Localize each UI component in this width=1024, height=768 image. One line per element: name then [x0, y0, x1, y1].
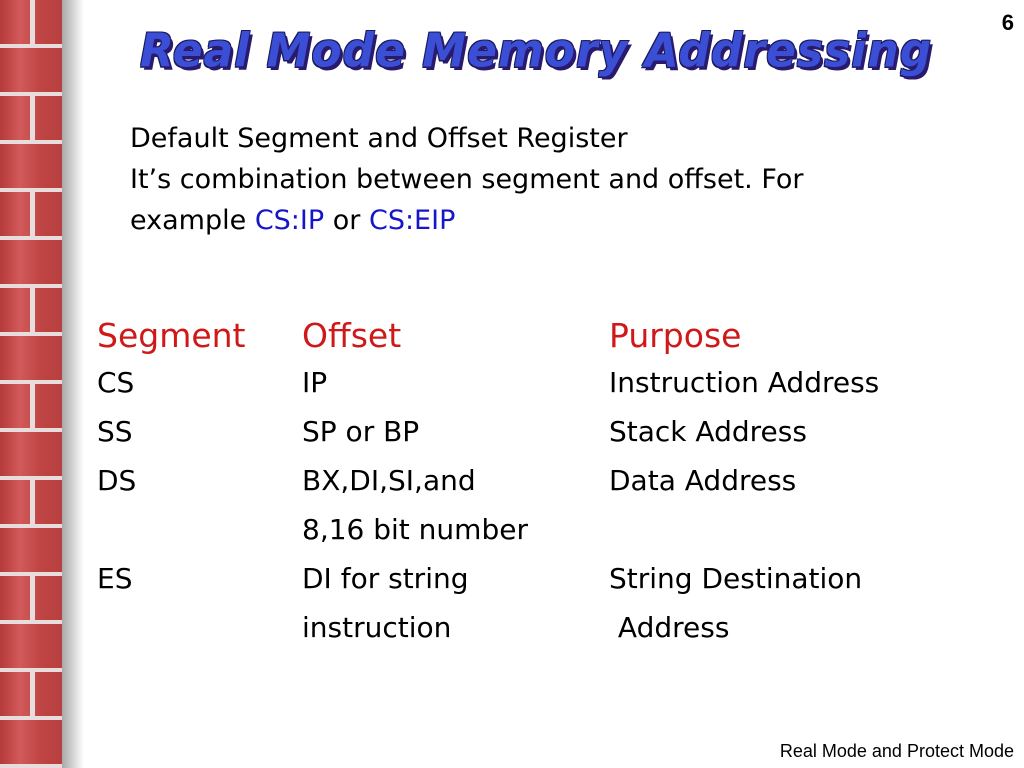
cell-offset: instruction	[302, 611, 452, 644]
intro-line-3-prefix: example	[130, 205, 247, 236]
cell-offset: 8,16 bit number	[302, 513, 528, 546]
code-cs-eip: CS:EIP	[368, 205, 456, 236]
slide-title: Real Mode Memory Addressing	[140, 24, 933, 79]
slide-number: 6	[1001, 10, 1014, 35]
cell-offset: DI for string	[302, 562, 469, 595]
code-cs-ip: CS:IP	[254, 205, 325, 236]
sidebar-shadow	[62, 0, 84, 768]
cell-segment: CS	[97, 366, 135, 399]
slide-footer: Real Mode and Protect Mode	[779, 741, 1014, 761]
cell-purpose: Address	[609, 611, 730, 644]
cell-offset: IP	[302, 366, 328, 399]
intro-line-3-mid: or	[332, 205, 361, 236]
cell-purpose: String Destination	[609, 562, 863, 595]
header-purpose: Purpose	[609, 316, 742, 355]
header-segment: Segment	[97, 316, 246, 355]
cell-purpose: Instruction Address	[609, 366, 880, 399]
cell-offset: BX,DI,SI,and	[302, 464, 476, 497]
brick-sidebar-decoration	[0, 0, 62, 768]
cell-segment: SS	[97, 415, 133, 448]
intro-line-2: It’s combination between segment and off…	[130, 164, 804, 195]
cell-offset: SP or BP	[302, 415, 420, 448]
cell-segment: DS	[97, 464, 137, 497]
cell-purpose: Stack Address	[609, 415, 807, 448]
intro-line-3: example CS:IP or CS:EIP	[130, 200, 950, 241]
intro-text: Default Segment and Offset Register It’s…	[130, 118, 950, 241]
cell-segment: ES	[97, 562, 133, 595]
cell-purpose: Data Address	[609, 464, 797, 497]
intro-line-1: Default Segment and Offset Register	[130, 123, 628, 154]
header-offset: Offset	[302, 316, 402, 355]
